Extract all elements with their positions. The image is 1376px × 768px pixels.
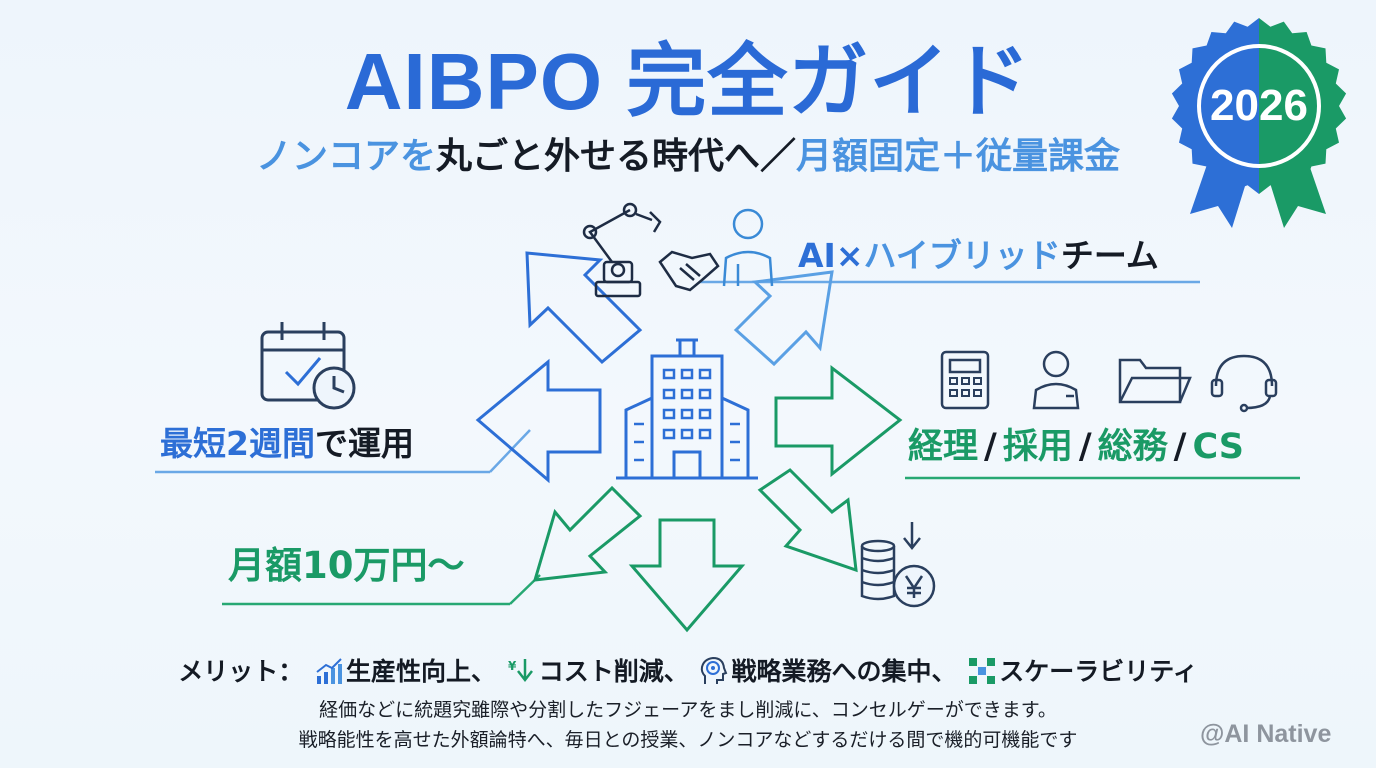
dept-accounting: 経理 bbox=[908, 427, 979, 467]
scale-grid-icon bbox=[969, 658, 996, 684]
folder-icon bbox=[1118, 358, 1192, 404]
team-label-hybrid: ハイブリッド bbox=[863, 236, 1061, 275]
arrow-up-left bbox=[525, 251, 643, 365]
calculator-icon bbox=[940, 350, 990, 410]
dept-separator: / bbox=[1078, 427, 1092, 467]
coins-yen-icon bbox=[860, 522, 936, 608]
price-label: 月額10万円〜 bbox=[228, 544, 465, 587]
team-label-team: チーム bbox=[1060, 236, 1159, 275]
team-label-ai: AI× bbox=[798, 236, 864, 275]
subtitle: ノンコアを丸ごと外せる時代へ／月額固定＋従量課金 bbox=[0, 134, 1376, 180]
ops-label: 最短2週間で運用 bbox=[160, 422, 414, 466]
team-label: AI×ハイブリッドチーム bbox=[798, 234, 1159, 278]
year-badge-text: 2026 bbox=[1210, 81, 1308, 130]
merit-cost-reduction: コスト削減、 bbox=[538, 657, 689, 686]
arrow-up-right bbox=[733, 270, 834, 367]
staff-person-icon bbox=[1032, 350, 1080, 410]
calendar-check-icon bbox=[260, 322, 356, 410]
arrow-down-left bbox=[532, 485, 643, 582]
svg-text:¥: ¥ bbox=[508, 659, 517, 673]
person-icon bbox=[722, 208, 774, 287]
dept-separator: / bbox=[984, 427, 997, 467]
dept-recruiting: 採用 bbox=[1002, 427, 1073, 467]
dept-general-affairs: 総務 bbox=[1097, 427, 1168, 467]
description-line-1: 経価などに統題究雖際や分割したフジェーアをまし削減に、コンセルゲーができます。 bbox=[319, 699, 1057, 721]
ops-label-run: で運用 bbox=[314, 424, 414, 463]
building-icon bbox=[616, 338, 758, 480]
robot-arm-icon bbox=[582, 202, 662, 298]
page-title: AIBPO 完全ガイド bbox=[344, 37, 1032, 126]
merits-prefix: メリット： bbox=[178, 657, 304, 686]
target-head-icon bbox=[701, 656, 728, 684]
dept-label: 経理/採用/総務/CS bbox=[908, 424, 1244, 470]
merit-strategic-focus: 戦略業務への集中、 bbox=[731, 657, 957, 686]
dept-cs: CS bbox=[1192, 427, 1244, 467]
merit-productivity: 生産性向上、 bbox=[346, 657, 497, 686]
credit-watermark: @AI Native bbox=[1200, 720, 1332, 748]
dept-separator: / bbox=[1173, 427, 1187, 467]
arrow-left bbox=[475, 358, 602, 484]
subtitle-part1: ノンコアを bbox=[255, 136, 436, 177]
merits-line: メリット： 生産性向上、 ¥ コスト削減、 戦略業務への集中、 スケーラビリティ bbox=[0, 652, 1376, 692]
merit-scalability: スケーラビリティ bbox=[999, 657, 1198, 686]
subtitle-part2: 丸ごと外せる時代へ／ bbox=[435, 136, 796, 177]
arrow-down bbox=[628, 518, 746, 633]
arrow-right bbox=[774, 364, 903, 478]
growth-chart-icon bbox=[316, 658, 342, 684]
description-line-2: 戦略能性を高せた外額論特へ、毎日との授業、ノンコアなどするだける間で機的可機能で… bbox=[298, 729, 1078, 751]
handshake-icon bbox=[658, 250, 720, 292]
headset-icon bbox=[1210, 354, 1278, 413]
ops-label-period: 最短2週間 bbox=[160, 424, 315, 463]
subtitle-part3: 月額固定＋従量課金 bbox=[796, 136, 1121, 177]
yen-down-icon: ¥ bbox=[508, 659, 533, 683]
arrow-down-right bbox=[757, 468, 858, 573]
year-badge-icon bbox=[1171, 18, 1347, 228]
